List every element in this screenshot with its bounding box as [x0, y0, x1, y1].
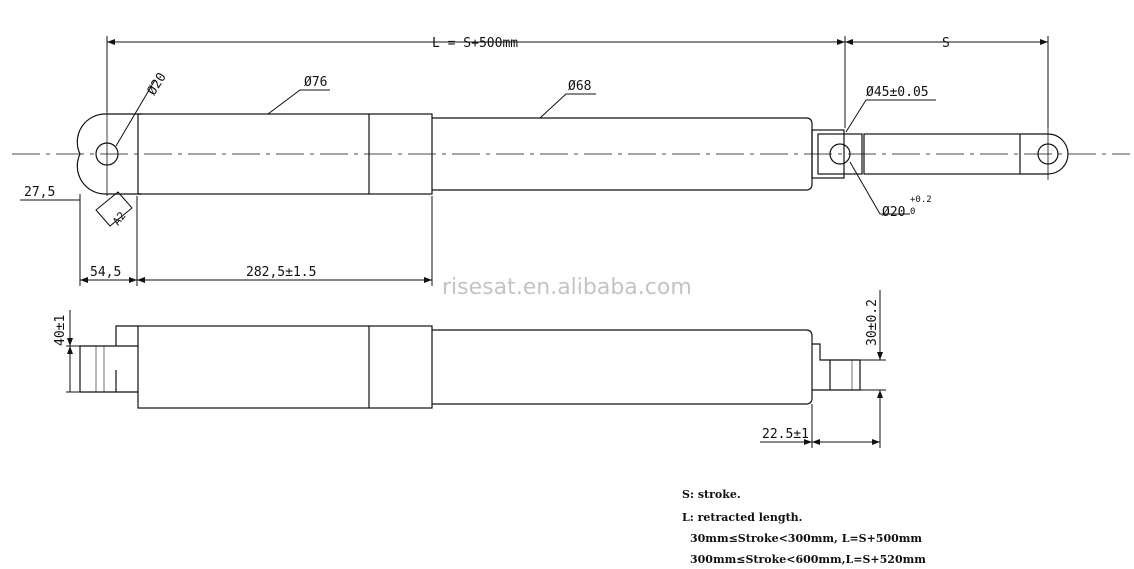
rod-end-hole-tol-upper: +0.2: [910, 195, 932, 205]
rod-end-tip: [1020, 133, 1069, 175]
note-line: S: stroke.: [682, 488, 741, 501]
inner-tube-dia-label: Ø68: [568, 79, 591, 94]
rear-clevis-width-label: 40±1: [53, 315, 68, 346]
side-inner-tube: [432, 329, 813, 405]
outer-tube-dia-label: Ø76: [304, 75, 327, 90]
note-line: 30mm≤Stroke<300mm, L=S+500mm: [690, 532, 922, 545]
rod-end-hole-dia-label: Ø20: [882, 205, 905, 220]
rod-end-front: [817, 133, 863, 175]
rod-end-hole-tol-lower: 0: [910, 207, 915, 217]
rod-dia-label: Ø45±0.05: [866, 85, 929, 100]
body-length-label: 282,5±1.5: [246, 265, 316, 280]
note-line: 300mm≤Stroke<600mm,L=S+520mm: [690, 553, 926, 566]
angle-mark-label: A2: [110, 209, 128, 227]
rod-end-length-label: 22.5±1: [762, 427, 809, 442]
side-rear-clevis: [79, 325, 138, 393]
top-view: [12, 112, 1130, 227]
side-rod-end: [812, 343, 861, 391]
side-view: [79, 325, 861, 409]
rear-clevis: [76, 113, 142, 195]
outer-tube: [137, 113, 433, 195]
rod-end-extended: [863, 133, 1021, 175]
stroke-label: S: [942, 36, 950, 51]
side-outer-tube: [137, 325, 433, 409]
clevis-to-body-label: 54,5: [90, 265, 121, 280]
piston-rod: [811, 129, 845, 179]
clevis-hole-dia-label: Ø20: [145, 70, 170, 98]
note-line: L: retracted length.: [682, 511, 803, 524]
rod-end-width-label: 30±0.2: [865, 299, 880, 346]
notes: S: stroke. L: retracted length. 30mm≤Str…: [682, 488, 926, 566]
overall-length-label: L = S+500mm: [432, 36, 518, 51]
clevis-radius-label: 27,5: [24, 185, 55, 200]
watermark: risesat.en.alibaba.com: [442, 275, 692, 300]
